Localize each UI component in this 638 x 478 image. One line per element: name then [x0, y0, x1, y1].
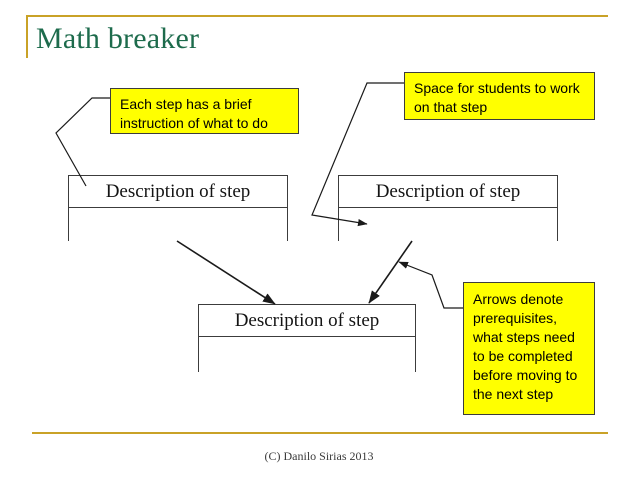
footer-rule	[32, 432, 608, 434]
step-box-1[interactable]: Description of step	[68, 175, 288, 272]
step-box-1-work-area[interactable]	[69, 208, 287, 272]
step-box-2-work-area[interactable]	[339, 208, 557, 272]
step-box-2[interactable]: Description of step	[338, 175, 558, 272]
page-title: Math breaker	[36, 22, 200, 55]
step-box-3-work-area[interactable]	[199, 337, 415, 403]
step-box-3-title: Description of step	[199, 305, 415, 337]
callout-space: Space for students to work on that step	[404, 72, 595, 120]
callout-arrows: Arrows denote prerequisites, what steps …	[463, 282, 595, 415]
title-left-rule	[26, 15, 28, 58]
step-box-1-title: Description of step	[69, 176, 287, 208]
title-top-rule	[26, 15, 608, 17]
step-box-2-title: Description of step	[339, 176, 557, 208]
step-box-3[interactable]: Description of step	[198, 304, 416, 403]
leader-line-instruction	[55, 97, 110, 187]
callout-instruction: Each step has a brief instruction of wha…	[110, 88, 299, 134]
footer-text: (C) Danilo Sirias 2013	[264, 449, 374, 463]
